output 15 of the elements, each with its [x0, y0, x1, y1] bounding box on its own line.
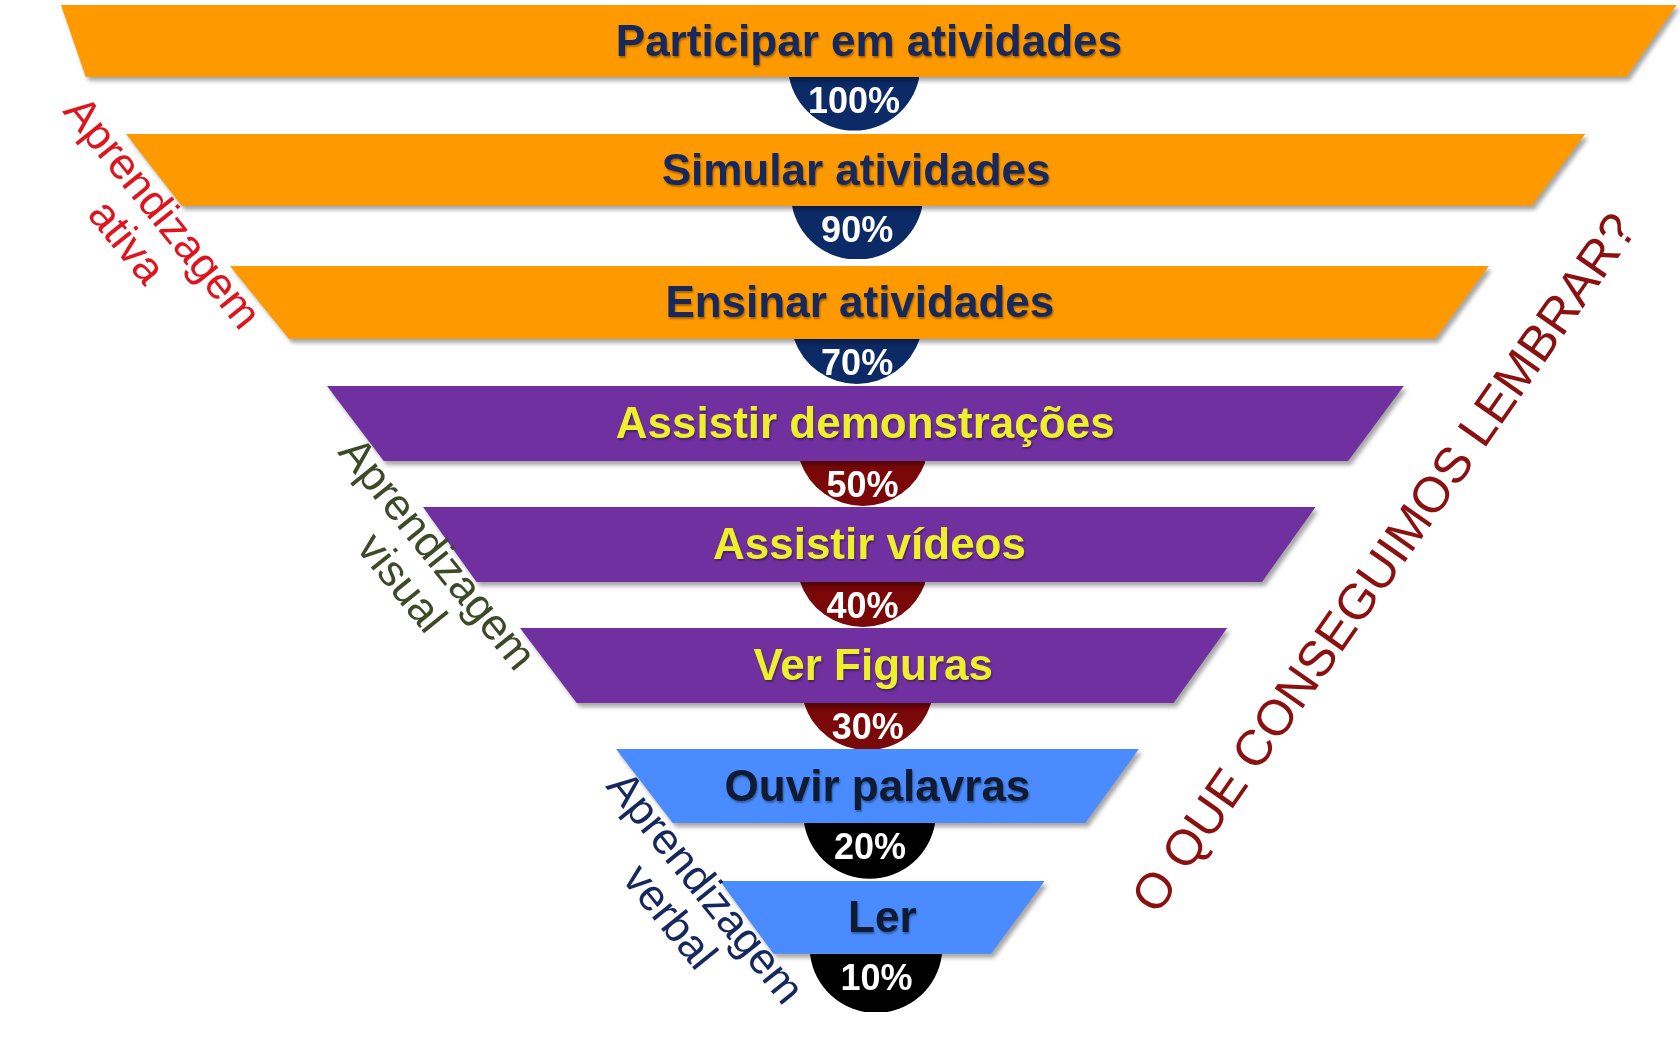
band-label: Assistir vídeos	[712, 522, 1026, 567]
band-label: Participar em atividades	[615, 19, 1123, 64]
percent-label: 30%	[831, 708, 904, 745]
percent-label: 10%	[840, 959, 913, 996]
band-label: Ler	[848, 895, 917, 940]
band-label: Simular atividades	[661, 147, 1051, 192]
percent-label: 100%	[807, 83, 900, 120]
percent-label: 90%	[821, 211, 894, 248]
percent-label: 20%	[833, 828, 906, 865]
percent-label: 70%	[821, 344, 894, 381]
percent-label: 50%	[826, 466, 899, 503]
band-label: Ver Figuras	[753, 643, 994, 688]
band-label: Assistir demonstrações	[615, 401, 1115, 446]
percent-label: 40%	[826, 587, 899, 624]
band-label: Ensinar atividades	[665, 280, 1055, 325]
